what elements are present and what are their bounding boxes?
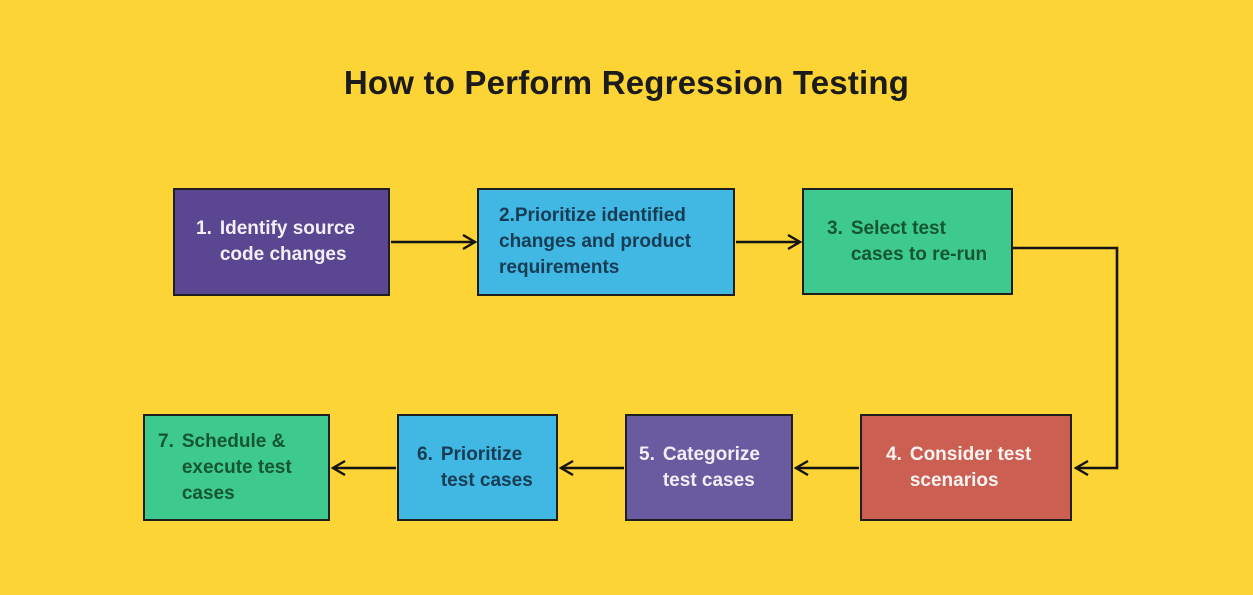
- step-number: 2.: [499, 205, 515, 226]
- diagram-title: How to Perform Regression Testing: [343, 64, 910, 101]
- step-label: Consider test scenarios: [909, 443, 1032, 491]
- step-number: 4.: [886, 443, 902, 465]
- step-label: Select test cases to re-run: [850, 217, 988, 265]
- step-box-schedule-execute-test-cases: 7. Schedule & execute test cases: [143, 414, 330, 521]
- step-label: Schedule & execute test cases: [181, 430, 292, 504]
- step-number: 1.: [196, 218, 212, 239]
- step-box-consider-test-scenarios: 4. Consider test scenarios: [860, 414, 1072, 521]
- step-box-prioritize-identified-changes: 2.Prioritize identified changes and prod…: [477, 188, 735, 296]
- step-box-identify-source-code-changes: 1. Identify source code changes: [173, 188, 390, 296]
- step-label: Identify source code changes: [219, 218, 356, 265]
- step-number: 6.: [417, 443, 433, 465]
- step-label: Categorize test cases: [662, 443, 760, 491]
- step-number: 7.: [158, 430, 174, 452]
- step-number: 3.: [827, 217, 843, 239]
- step-label: Prioritize test cases: [440, 443, 533, 491]
- step-number: 5.: [639, 443, 655, 465]
- step-box-prioritize-test-cases: 6. Prioritize test cases: [397, 414, 558, 521]
- step-box-categorize-test-cases: 5. Categorize test cases: [625, 414, 793, 521]
- step-box-select-test-cases: 3. Select test cases to re-run: [802, 188, 1013, 295]
- step-label: Prioritize identified changes and produc…: [499, 205, 692, 278]
